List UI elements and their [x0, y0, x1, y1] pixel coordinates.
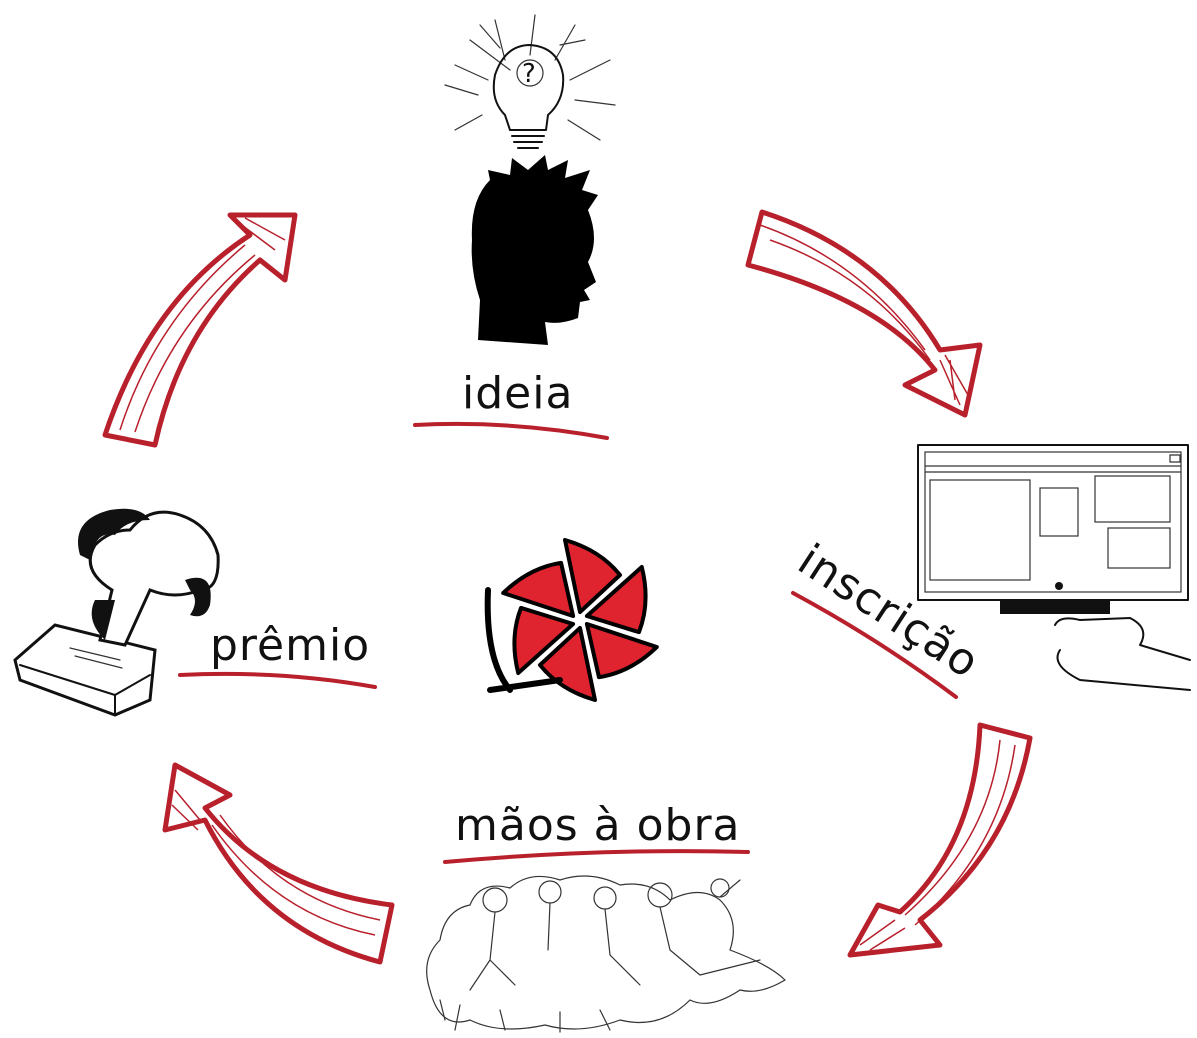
underline-premio	[178, 671, 377, 689]
underline-inscricao	[791, 591, 958, 699]
label-premio: prêmio	[210, 620, 370, 671]
underline-maos	[443, 849, 750, 864]
arrow-premio-to-ideia	[102, 212, 298, 448]
arrow-ideia-to-inscricao	[745, 209, 983, 418]
svg-text:?: ?	[522, 59, 536, 89]
lightbulb-icon: ?	[444, 14, 616, 149]
label-maos: mãos à obra	[455, 800, 741, 851]
underline-ideia	[413, 421, 609, 440]
arrow-inscricao-to-maos	[847, 722, 1033, 958]
step-premio: prêmio	[178, 620, 377, 689]
step-inscricao: inscrição	[789, 534, 988, 699]
trophy-icon	[13, 508, 220, 717]
label-ideia: ideia	[462, 368, 573, 419]
step-ideia: ideia	[413, 368, 609, 440]
step-maos: mãos à obra	[443, 800, 750, 864]
head-silhouette-icon	[471, 155, 598, 345]
pinwheel-logo-icon	[484, 538, 672, 702]
computer-screen-icon	[917, 444, 1191, 691]
arrow-maos-to-premio	[162, 762, 395, 965]
running-people-icon	[426, 875, 786, 1033]
label-inscricao: inscrição	[789, 534, 988, 688]
